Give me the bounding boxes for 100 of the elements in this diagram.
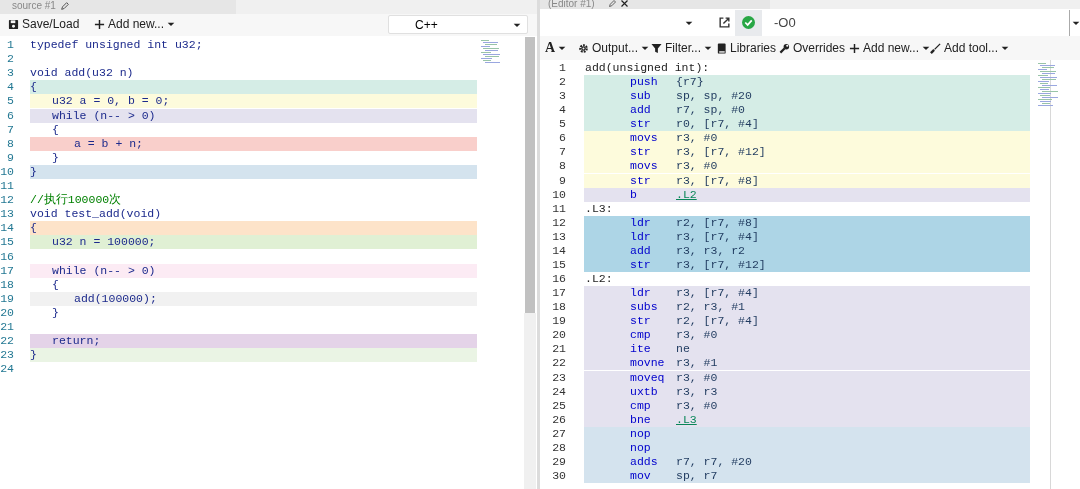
label-link: .L2	[676, 187, 697, 202]
asm-mnemonic: ldr	[630, 286, 651, 301]
line-number: 13	[0, 207, 14, 222]
asm-mnemonic: uxtb	[630, 384, 658, 399]
code-line: void add(u32 n)	[30, 66, 134, 81]
line-number: 11	[551, 201, 566, 216]
asm-operands: {r7}	[676, 75, 704, 90]
asm-mnemonic: adds	[630, 454, 658, 469]
line-number: 24	[551, 384, 566, 399]
code-line: {	[30, 221, 37, 236]
line-number: 1	[6, 38, 14, 52]
asm-operands: r3, [r7, #4]	[676, 229, 759, 244]
font-button: A	[543, 39, 569, 57]
asm-mnemonic: add	[630, 243, 651, 258]
line-number: 15	[0, 235, 14, 250]
asm-operands: r3, #0	[676, 159, 718, 174]
asm-operands: r3, #0	[676, 131, 718, 146]
line-number: 30	[551, 469, 566, 483]
code-line: {	[52, 122, 59, 137]
asm-mnemonic: cmp	[630, 328, 651, 343]
line-number: 3	[558, 89, 566, 104]
asm-mnemonic: str	[630, 173, 651, 188]
line-number: 9	[558, 173, 566, 188]
asm-operands: r3, [r7, #12]	[676, 145, 766, 160]
code-line: }	[30, 348, 37, 363]
asm-mnemonic: movs	[630, 159, 658, 174]
asm-operands: r7, r7, #20	[676, 454, 752, 469]
label-link: .L3	[676, 412, 697, 427]
line-number: 6	[558, 131, 566, 146]
code-line: }	[52, 305, 59, 320]
code-line: return;	[52, 334, 101, 349]
language-dropdown: C++	[388, 15, 528, 34]
code-line: void test_add(void)	[30, 207, 162, 222]
line-number: 14	[551, 243, 566, 258]
line-number: 5	[6, 94, 14, 109]
line-number: 16	[0, 249, 14, 264]
asm-operands: r2, r3, #1	[676, 300, 745, 315]
asm-mnemonic: subs	[630, 300, 658, 315]
line-number: 15	[551, 257, 566, 272]
save-load-button: Save/Load	[6, 15, 82, 33]
line-number: 3	[6, 66, 14, 81]
line-number: 21	[0, 320, 14, 334]
asm-operands: r3, [r7, #4]	[676, 286, 759, 301]
asm-mnemonic: cmp	[630, 398, 651, 413]
asm-label: .L2:	[585, 272, 613, 287]
line-number: 12	[551, 215, 566, 230]
line-number: 13	[551, 229, 566, 244]
tab-title: source #1	[12, 0, 56, 12]
line-number: 10	[0, 164, 14, 179]
asm-mnemonic: ldr	[630, 215, 651, 230]
asm-operands: ne	[676, 342, 690, 357]
asm-operands: r3, #0	[676, 398, 718, 413]
line-number: 4	[558, 103, 566, 118]
asm-mnemonic: sub	[630, 89, 651, 104]
code-line: }	[30, 164, 37, 179]
line-number: 20	[551, 328, 566, 343]
line-number: 21	[551, 342, 566, 357]
asm-operands: r2, [r7, #4]	[676, 314, 759, 329]
asm-mnemonic: nop	[630, 440, 651, 455]
code-line: //执行100000次	[30, 193, 122, 208]
asm-operands: r3, #1	[676, 356, 718, 371]
asm-mnemonic: movne	[630, 356, 665, 371]
line-number: 22	[551, 356, 566, 371]
line-number: 29	[551, 454, 566, 469]
line-number: 4	[6, 80, 14, 95]
line-number: 19	[551, 314, 566, 329]
asm-mnemonic: b	[630, 187, 637, 202]
line-number: 1	[558, 61, 566, 75]
tab-title: (Editor #1)	[548, 0, 595, 10]
code-line: u32 n = 100000;	[52, 235, 156, 250]
line-number: 18	[551, 300, 566, 315]
code-line: a = b + n;	[74, 136, 143, 151]
asm-mnemonic: moveq	[630, 370, 665, 385]
line-number: 23	[0, 348, 14, 363]
line-number: 2	[558, 75, 566, 90]
line-number: 14	[0, 221, 14, 236]
asm-operands: sp, sp, #20	[676, 89, 752, 104]
asm-operands: r3, r3, r2	[676, 243, 745, 258]
line-number: 26	[551, 412, 566, 427]
code-line: }	[52, 150, 59, 165]
asm-mnemonic: ite	[630, 342, 651, 357]
asm-operands: r3, r3	[676, 384, 718, 399]
asm-operands: r3, #0	[676, 328, 718, 343]
line-number: 6	[6, 108, 14, 123]
code-line: add(100000);	[74, 291, 157, 306]
output-button: Output...	[576, 39, 652, 57]
filter-button: Filter...	[649, 39, 714, 57]
line-number: 7	[558, 145, 566, 160]
code-line: while (n-- > 0)	[52, 263, 156, 278]
asm-mnemonic: nop	[630, 426, 651, 441]
asm-mnemonic: movs	[630, 131, 658, 146]
code-line: {	[52, 277, 59, 292]
line-number: 12	[0, 193, 14, 208]
asm-label: add(unsigned int):	[585, 61, 710, 75]
asm-mnemonic: push	[630, 75, 658, 90]
code-line: typedef unsigned int u32;	[30, 38, 203, 52]
line-number: 9	[6, 150, 14, 165]
line-number: 2	[6, 52, 14, 67]
line-number: 19	[0, 291, 14, 306]
asm-operands: sp, r7	[676, 469, 718, 483]
